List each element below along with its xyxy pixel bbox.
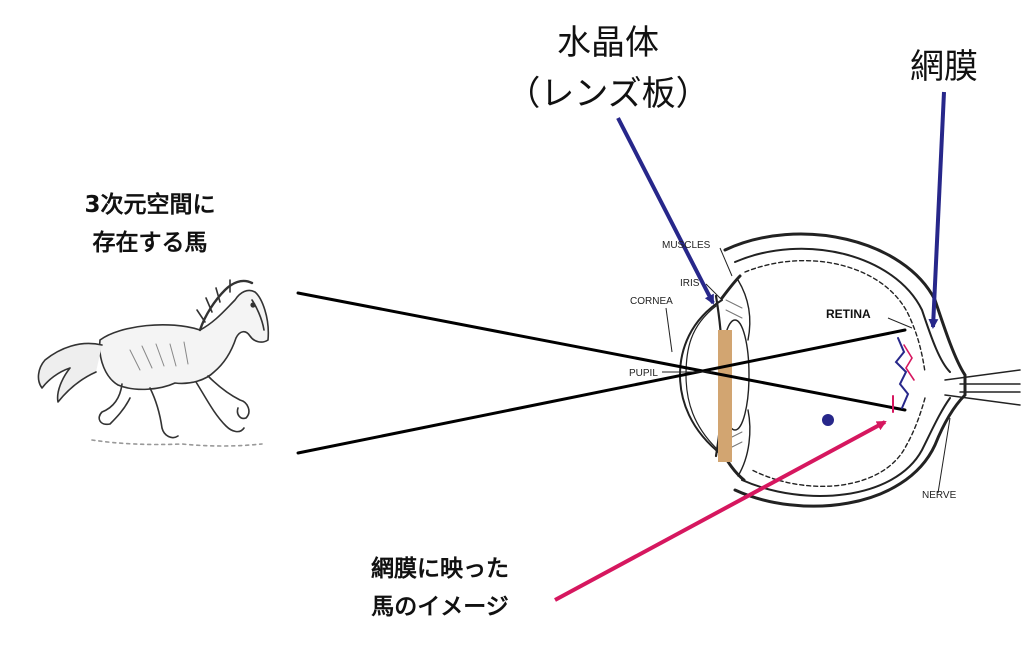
ray-bottom [296, 328, 907, 455]
anatomy-cornea: CORNEA [630, 296, 673, 307]
image-label-line1: 網膜に映った [371, 555, 509, 582]
horse-label-line1: 3次元空間に [84, 191, 215, 218]
image-arrow [554, 420, 887, 602]
fovea-dot [822, 414, 834, 426]
lens-label-line2: （レンズ板） [506, 74, 709, 114]
retina-image [892, 337, 915, 413]
horse-label-line2: 存在する馬 [93, 229, 208, 256]
horse-illustration [37, 279, 270, 447]
anatomy-pupil: PUPIL [629, 368, 658, 379]
retina-label-jp: 網膜 [910, 47, 978, 87]
lens-label-line1: 水晶体 [557, 23, 659, 63]
anatomy-muscles: MUSCLES [662, 240, 711, 251]
lens-arrow [616, 117, 715, 305]
retina-arrow [928, 91, 946, 329]
anatomy-nerve: NERVE [922, 490, 957, 501]
anatomy-retina: RETINA [826, 307, 871, 321]
image-label-line2: 馬のイメージ [371, 594, 509, 620]
anatomy-leaders [662, 247, 951, 494]
light-rays [296, 291, 907, 455]
ray-top [296, 291, 907, 412]
anatomy-iris: IRIS [680, 278, 700, 289]
lens-board [718, 330, 732, 462]
